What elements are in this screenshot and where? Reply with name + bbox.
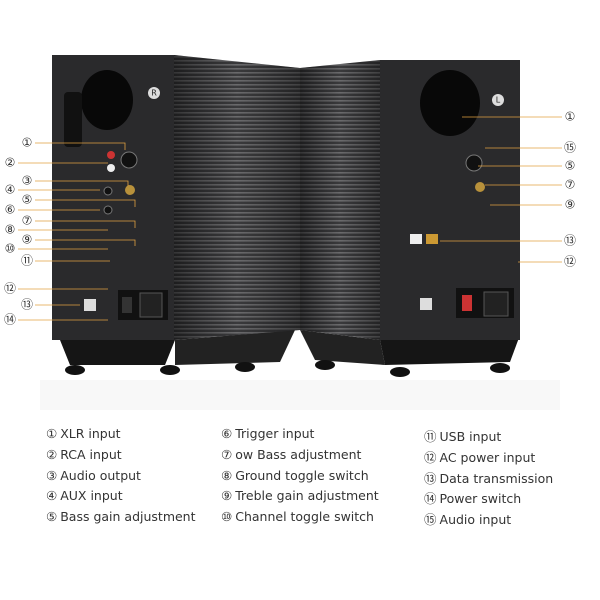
legend-number: ⑨: [221, 488, 233, 503]
legend-label: USB input: [439, 429, 502, 444]
legend-label: ow Bass adjustment: [235, 447, 362, 462]
legend-number: ⑬: [424, 471, 437, 486]
callout-low-bass: ⑦: [21, 213, 33, 228]
legend-label: Audio input: [439, 512, 512, 527]
legend-number: ⑩: [221, 509, 233, 524]
legend-number: ⑤: [46, 509, 58, 524]
callout-r-treble: ⑨: [564, 197, 576, 212]
legend-number: ⑫: [424, 450, 437, 465]
legend-label: Audio output: [60, 468, 141, 483]
legend-number: ⑪: [424, 429, 437, 444]
speaker-illustration: [18, 55, 562, 377]
left-channel-speaker: [300, 60, 520, 377]
legend-label: Treble gain adjustment: [235, 488, 379, 503]
legend-number: ⑧: [221, 468, 233, 483]
legend-label: Trigger input: [235, 426, 315, 441]
callout-lines: [18, 116, 562, 321]
legend-label: AUX input: [60, 488, 123, 503]
callout-aux: ④: [4, 182, 16, 197]
channel-badge-l: L: [495, 95, 501, 105]
legend-label: AC power input: [439, 450, 536, 465]
legend-label: Data transmission: [439, 471, 554, 486]
callout-treble: ⑨: [21, 232, 33, 247]
legend-label: Channel toggle switch: [235, 509, 374, 524]
legend-label: Power switch: [439, 491, 522, 506]
callout-r-bass-gain: ⑤: [564, 158, 576, 173]
callout-trigger: ⑥: [4, 202, 16, 217]
callout-r-data: ⑬: [563, 233, 576, 248]
legend-label: Ground toggle switch: [235, 468, 369, 483]
callout-bass-gain: ⑤: [21, 192, 33, 207]
callout-ground: ⑧: [4, 222, 16, 237]
callout-r-audio-input: ⑮: [563, 140, 576, 155]
legend-number: ③: [46, 468, 58, 483]
callout-xlr: ①: [21, 135, 33, 150]
legend-number: ⑥: [221, 426, 233, 441]
legend-label: XLR input: [60, 426, 121, 441]
legend-number: ①: [46, 426, 58, 441]
legend-label: Bass gain adjustment: [60, 509, 196, 524]
legend-number: ②: [46, 447, 58, 462]
callout-audio-output: ③: [21, 173, 33, 188]
callout-channel: ⑩: [4, 241, 16, 256]
legend-number: ⑮: [424, 512, 437, 527]
legend-number: ⑭: [424, 491, 437, 506]
callout-usb: ⑪: [20, 253, 33, 268]
callout-ac-power: ⑫: [3, 281, 16, 296]
legend-number: ⑦: [221, 447, 233, 462]
channel-badge-r: R: [151, 88, 157, 98]
right-channel-speaker: [52, 55, 300, 375]
callout-r-xlr: ①: [564, 109, 576, 124]
callout-r-low-bass: ⑦: [564, 177, 576, 192]
callout-rca: ②: [4, 155, 16, 170]
legend-label: RCA input: [60, 447, 122, 462]
callout-data: ⑬: [20, 297, 33, 312]
callout-power-switch: ⑭: [3, 312, 16, 327]
callout-r-ac-power: ⑫: [563, 254, 576, 269]
legend-number: ④: [46, 488, 58, 503]
